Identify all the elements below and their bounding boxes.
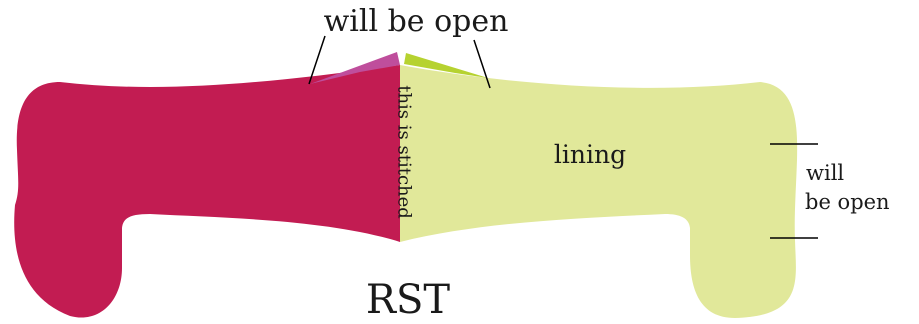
side-open-label-line1: will (806, 161, 844, 185)
seam-label: this is stitched (394, 85, 415, 219)
lining-label: lining (554, 140, 626, 169)
top-right-leader-line (473, 39, 491, 89)
top-left-leader-line (308, 35, 326, 85)
outer-fabric-panel (14, 65, 400, 318)
outer-fabric-top-flap (310, 52, 400, 84)
top-open-label: will be open (324, 4, 509, 39)
lining-top-flap (404, 53, 488, 78)
rst-label: RST (366, 277, 451, 323)
lining-fabric-panel (400, 65, 798, 318)
side-open-label-line2: be open (805, 190, 890, 214)
